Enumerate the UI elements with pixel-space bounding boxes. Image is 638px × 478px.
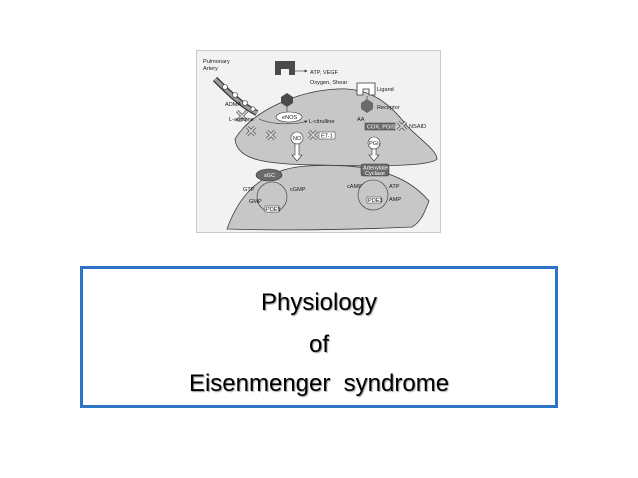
enos-oval	[275, 111, 303, 123]
sgc-oval	[255, 168, 283, 182]
label-artery: Artery	[203, 66, 218, 72]
ligand-shape	[356, 82, 376, 96]
label-gtp: GTP	[243, 187, 255, 193]
label-pde5: PDE5	[266, 207, 281, 213]
et1-box	[318, 131, 336, 140]
pde5-box	[264, 205, 280, 213]
cox-pgis-box	[364, 122, 396, 131]
adenylate-cyclase-box	[360, 163, 390, 177]
center-block-icon	[265, 129, 277, 141]
label-enos: eNOS	[282, 115, 298, 121]
pathway-diagram: Pulmonary Artery ATP, VEGF Oxygen, Shear…	[203, 59, 438, 231]
label-no: NO	[293, 136, 302, 142]
label-pulmonary: Pulmonary	[203, 59, 230, 65]
label-nsaid: NSAID	[409, 124, 426, 130]
pulmonary-artery-graphic	[212, 76, 259, 116]
label-aa: AA	[357, 117, 365, 123]
label-l-citrulline: L-citrulline	[309, 119, 335, 125]
label-adma: ADMA	[225, 102, 241, 108]
nsaid-block-icon	[396, 120, 408, 132]
label-pgi2: PGI₂	[369, 141, 381, 147]
label-cgmp: cGMP	[290, 187, 306, 193]
slide-title-box: Physiology of Eisenmenger syndrome	[80, 266, 558, 408]
label-cox-pgis: COX, PGIS	[367, 125, 396, 131]
label-ligand: Ligand	[377, 87, 394, 93]
endothelial-cell	[234, 88, 438, 167]
label-oxygen-shear: Oxygen, Shear	[310, 80, 347, 86]
et1-block-icon	[307, 129, 319, 141]
label-atp: ATP	[389, 184, 400, 190]
label-gmp: GMP	[249, 199, 262, 205]
atp-receptor-shape	[275, 61, 295, 75]
label-adenylate: Adenylate	[363, 166, 388, 172]
camp-cycle	[357, 179, 389, 211]
title-line-1: Physiology	[260, 289, 378, 316]
label-cyclase: Cyclase	[365, 171, 385, 177]
pathway-figure: Pulmonary Artery ATP, VEGF Oxygen, Shear…	[196, 50, 441, 233]
label-receptor: Receptor	[377, 105, 400, 111]
title-line-3: Eisenmenger syndrome	[188, 370, 450, 397]
pde3-box	[366, 196, 382, 204]
left-block-icon	[245, 125, 257, 137]
label-pde3: PDE3	[368, 198, 383, 204]
label-camp: cAMP	[347, 184, 362, 190]
label-atp-vegf: ATP, VEGF	[310, 70, 339, 76]
label-amp: AMP	[389, 197, 401, 203]
label-l-arginine: L-arginine	[229, 117, 254, 123]
ligand-receptor-hexagon	[361, 99, 373, 113]
label-sgc: sGC	[264, 173, 275, 179]
label-et1: ET-1	[321, 134, 333, 140]
title-line-2: of	[308, 331, 329, 358]
adma-block-icon	[235, 109, 249, 123]
enos-receptor-hexagon	[281, 93, 293, 107]
